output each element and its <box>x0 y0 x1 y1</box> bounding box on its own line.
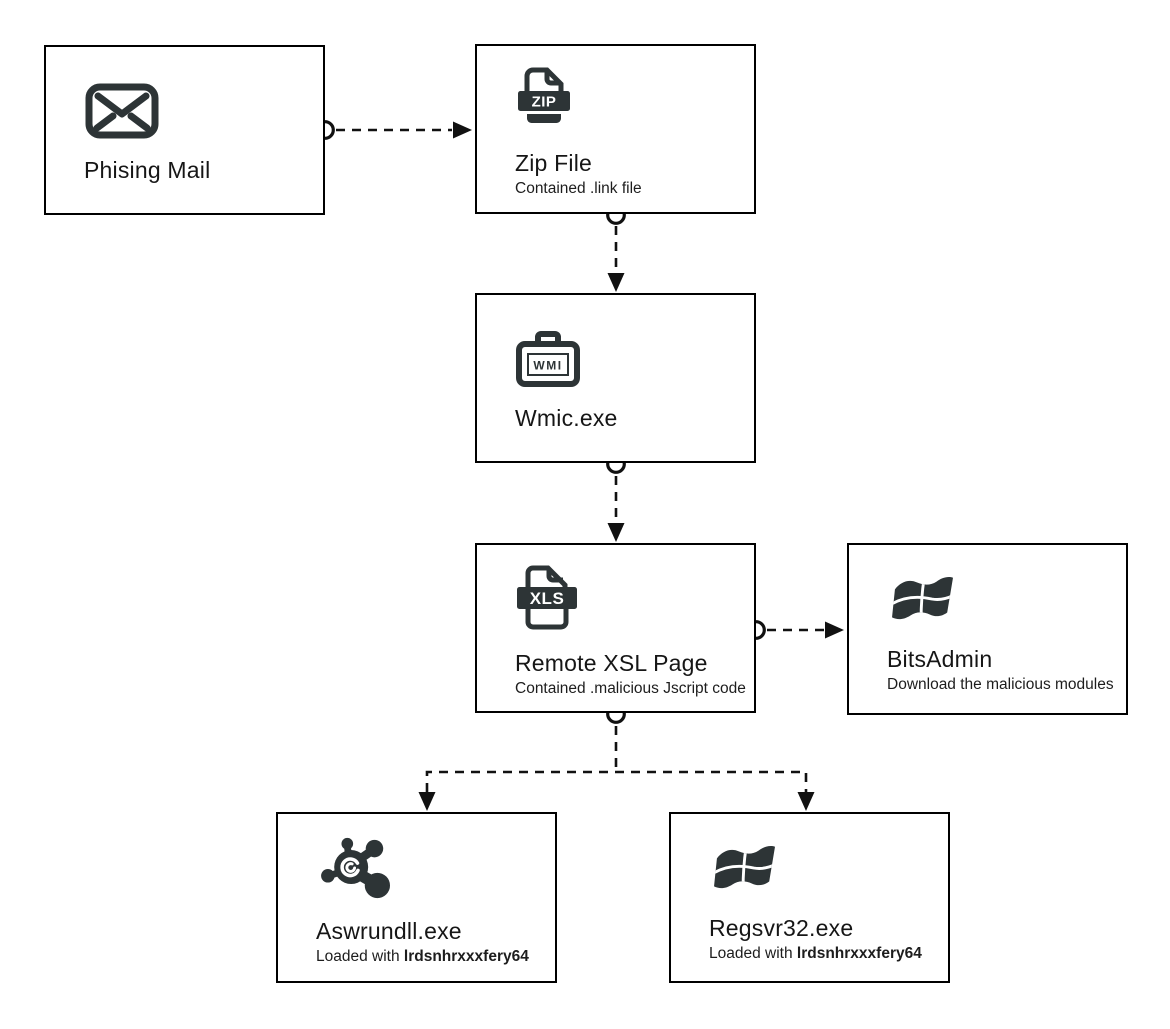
node-wmic: WMI Wmic.exe <box>475 293 756 463</box>
zip-icon-label: ZIP <box>532 94 557 111</box>
subtitle-module-name: lrdsnhrxxxfery64 <box>796 944 922 962</box>
arrowhead-to-bitsadmin <box>825 621 844 639</box>
arrowhead-to-aswrundll <box>418 792 436 811</box>
arrowhead-to-regsvr32 <box>797 792 815 811</box>
node-title: Zip File <box>515 150 593 176</box>
node-phishing-mail: Phising Mail <box>44 45 325 215</box>
avast-icon <box>316 835 541 906</box>
windows-flag-icon <box>887 569 1112 634</box>
arrowhead-to-zip <box>453 121 472 139</box>
node-title: Wmic.exe <box>515 405 618 431</box>
node-subtitle: Loaded with lrdsnhrxxxfery64 <box>316 947 541 967</box>
node-subtitle: Contained .link file <box>515 180 642 197</box>
xls-icon-label: XLS <box>530 589 565 608</box>
wmi-icon-label: WMI <box>533 359 562 373</box>
node-title: Remote XSL Page <box>515 650 708 676</box>
arrowhead-to-xsl <box>607 523 625 542</box>
node-remote-xsl-page: XLS Remote XSL Page Contained .malicious… <box>475 543 756 713</box>
node-subtitle: Download the malicious modules <box>887 676 1114 693</box>
subtitle-prefix: Loaded with <box>316 947 404 965</box>
arrowhead-to-wmic <box>607 273 625 292</box>
edge-xsl-branch <box>425 726 808 792</box>
node-subtitle: Contained .malicious Jscript code <box>515 680 746 697</box>
node-title: Aswrundll.exe <box>316 917 462 944</box>
node-title: BitsAdmin <box>887 646 993 672</box>
node-bitsadmin: BitsAdmin Download the malicious modules <box>847 543 1128 715</box>
node-title: Regsvr32.exe <box>709 914 854 941</box>
zip-file-icon: ZIP <box>515 65 740 138</box>
mail-envelope-icon <box>84 82 309 145</box>
node-zip-file: ZIP Zip File Contained .link file <box>475 44 756 214</box>
subtitle-prefix: Loaded with <box>709 944 797 962</box>
windows-flag-icon <box>709 838 934 903</box>
subtitle-module-name: lrdsnhrxxxfery64 <box>403 947 529 965</box>
wmi-briefcase-icon: WMI <box>515 330 740 393</box>
node-title: Phising Mail <box>84 157 211 183</box>
node-subtitle: Loaded with lrdsnhrxxxfery64 <box>709 944 934 964</box>
node-aswrundll: Aswrundll.exe Loaded with lrdsnhrxxxfery… <box>276 812 557 983</box>
xls-file-icon: XLS <box>515 563 740 638</box>
node-regsvr32: Regsvr32.exe Loaded with lrdsnhrxxxfery6… <box>669 812 950 983</box>
